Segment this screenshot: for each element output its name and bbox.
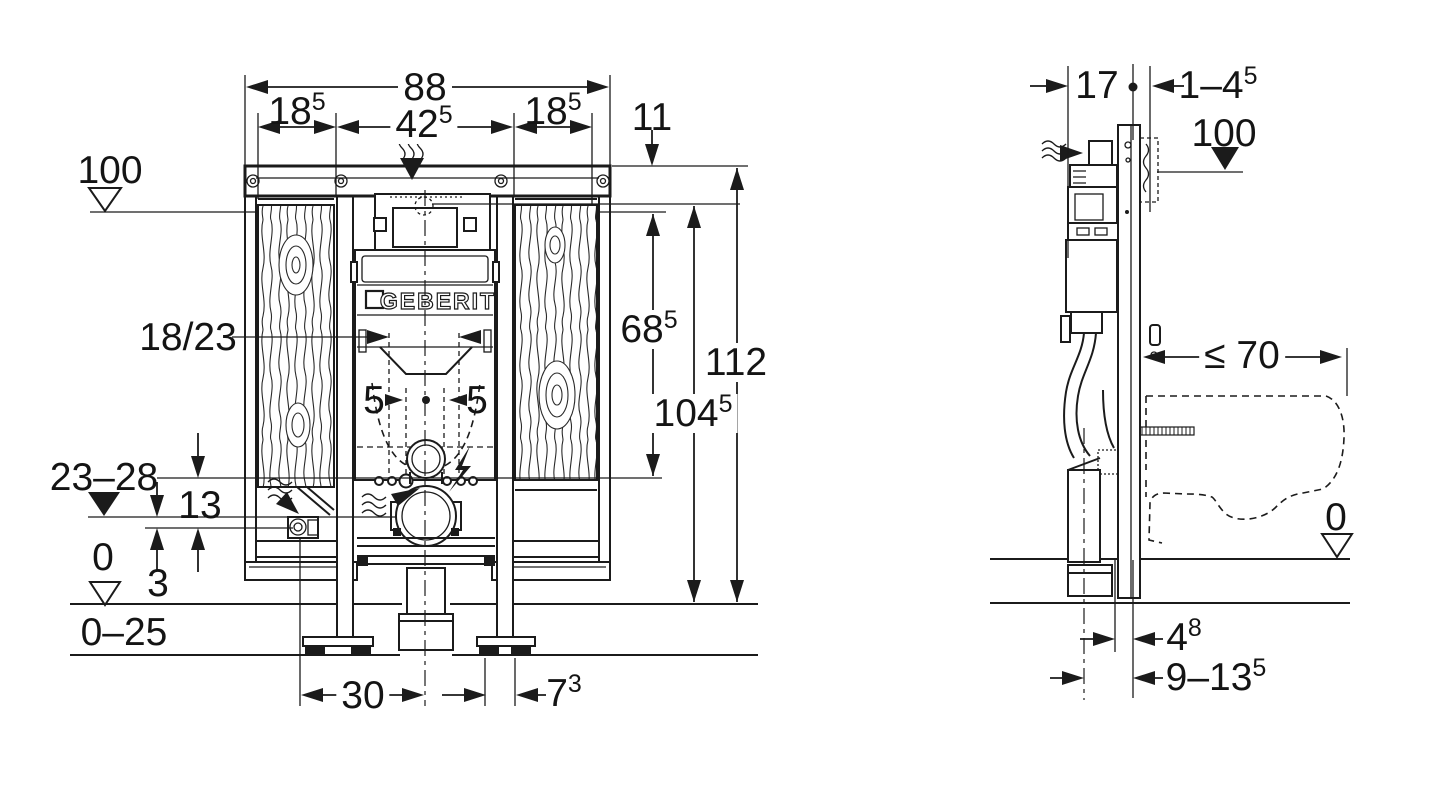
dim-4-8 [1080, 560, 1163, 698]
dim-label-4-8: 48 [1166, 614, 1202, 659]
dim-label-level-100-side: 100 [1191, 112, 1257, 155]
wood-stud-left [257, 198, 335, 516]
geberit-logo-text: GEBERIT [380, 288, 496, 314]
drain-pipe [398, 567, 454, 651]
dim-label-stud-left: 185 [268, 88, 326, 133]
dim-stud-widths [257, 113, 593, 205]
supply-connection-icon [414, 196, 434, 216]
dim-depth-17 [1030, 64, 1151, 258]
dim-label-depth-17: 17 [1075, 64, 1119, 107]
level-23-28 [88, 477, 662, 529]
dim-label-3: 3 [147, 562, 169, 605]
rail-screw-icon [246, 174, 610, 188]
dim-label-bolt-left: 5 [363, 379, 385, 422]
dim-top-offset [612, 130, 748, 167]
mounting-frame [243, 164, 612, 656]
level-0-front [88, 581, 122, 607]
dim-label-7-3: 73 [546, 670, 582, 715]
dim-3 [150, 482, 164, 570]
dim-label-range-0-25: 0–25 [80, 611, 168, 654]
outlet-connector [390, 485, 462, 547]
geberit-logo: GEBERIT [364, 287, 496, 315]
dim-label-30: 30 [336, 676, 390, 715]
dim-label-range-23-28: 23–28 [49, 456, 159, 499]
level-100-front [87, 187, 666, 213]
dim-bolt-5-5 [385, 394, 467, 406]
vent-arrow-left-icon [267, 478, 299, 514]
vent-arrow-center-icon [361, 488, 420, 517]
dim-label-13: 13 [178, 484, 222, 527]
dim-height-112 [730, 168, 744, 602]
dim-label-overall-width: 88 [403, 66, 447, 109]
side-view [990, 64, 1354, 700]
level-0-side [1320, 533, 1354, 559]
dim-fixing-spacing [232, 330, 481, 344]
dim-30 [301, 688, 424, 702]
dim-label-range-1-45: 1–45 [1178, 62, 1258, 107]
dim-finish-1-45 [1152, 79, 1184, 93]
actuator-plate-dashed [1139, 137, 1159, 203]
level-100-side [1157, 147, 1243, 173]
dim-label-bowl-depth: ≤ 70 [1199, 336, 1285, 375]
dim-label-stud-right: 185 [524, 88, 582, 133]
dim-7-3 [442, 658, 546, 706]
dim-label-level-0-front: 0 [92, 536, 114, 579]
dim-bowl-depth [1143, 348, 1348, 396]
wc-pan-outline-dashed [1145, 395, 1345, 544]
dim-label-range-9-135: 9–135 [1165, 654, 1267, 699]
dim-label-height-68: 685 [615, 308, 683, 349]
front-view: GEBERIT [70, 75, 758, 706]
dim-overall-width [244, 75, 611, 166]
dim-label-height-112: 112 [699, 343, 773, 382]
concealed-cistern: GEBERIT [350, 190, 500, 706]
dim-label-level-0-side: 0 [1325, 496, 1347, 539]
dim-label-center-width: 425 [390, 103, 458, 144]
dim-label-level-100-front: 100 [77, 149, 143, 192]
dim-9-135 [1050, 671, 1163, 685]
floor-lines-side [990, 558, 1350, 604]
water-supply-arrow-icon [1041, 140, 1083, 162]
frame-rail-profile [1117, 124, 1141, 599]
dim-label-bolt-right: 5 [466, 379, 488, 422]
wood-stud-right [514, 198, 598, 491]
dim-13 [191, 433, 205, 572]
water-supply-elbow [287, 516, 319, 706]
dim-label-top-offset: 11 [631, 96, 673, 139]
dim-label-height-104: 1045 [648, 392, 738, 433]
threaded-rod-icon [1139, 426, 1195, 436]
electrical-bolt-icon [449, 446, 471, 492]
cistern-side-profile [1060, 140, 1119, 700]
dim-label-fixing-spacing: 18/23 [139, 316, 237, 359]
